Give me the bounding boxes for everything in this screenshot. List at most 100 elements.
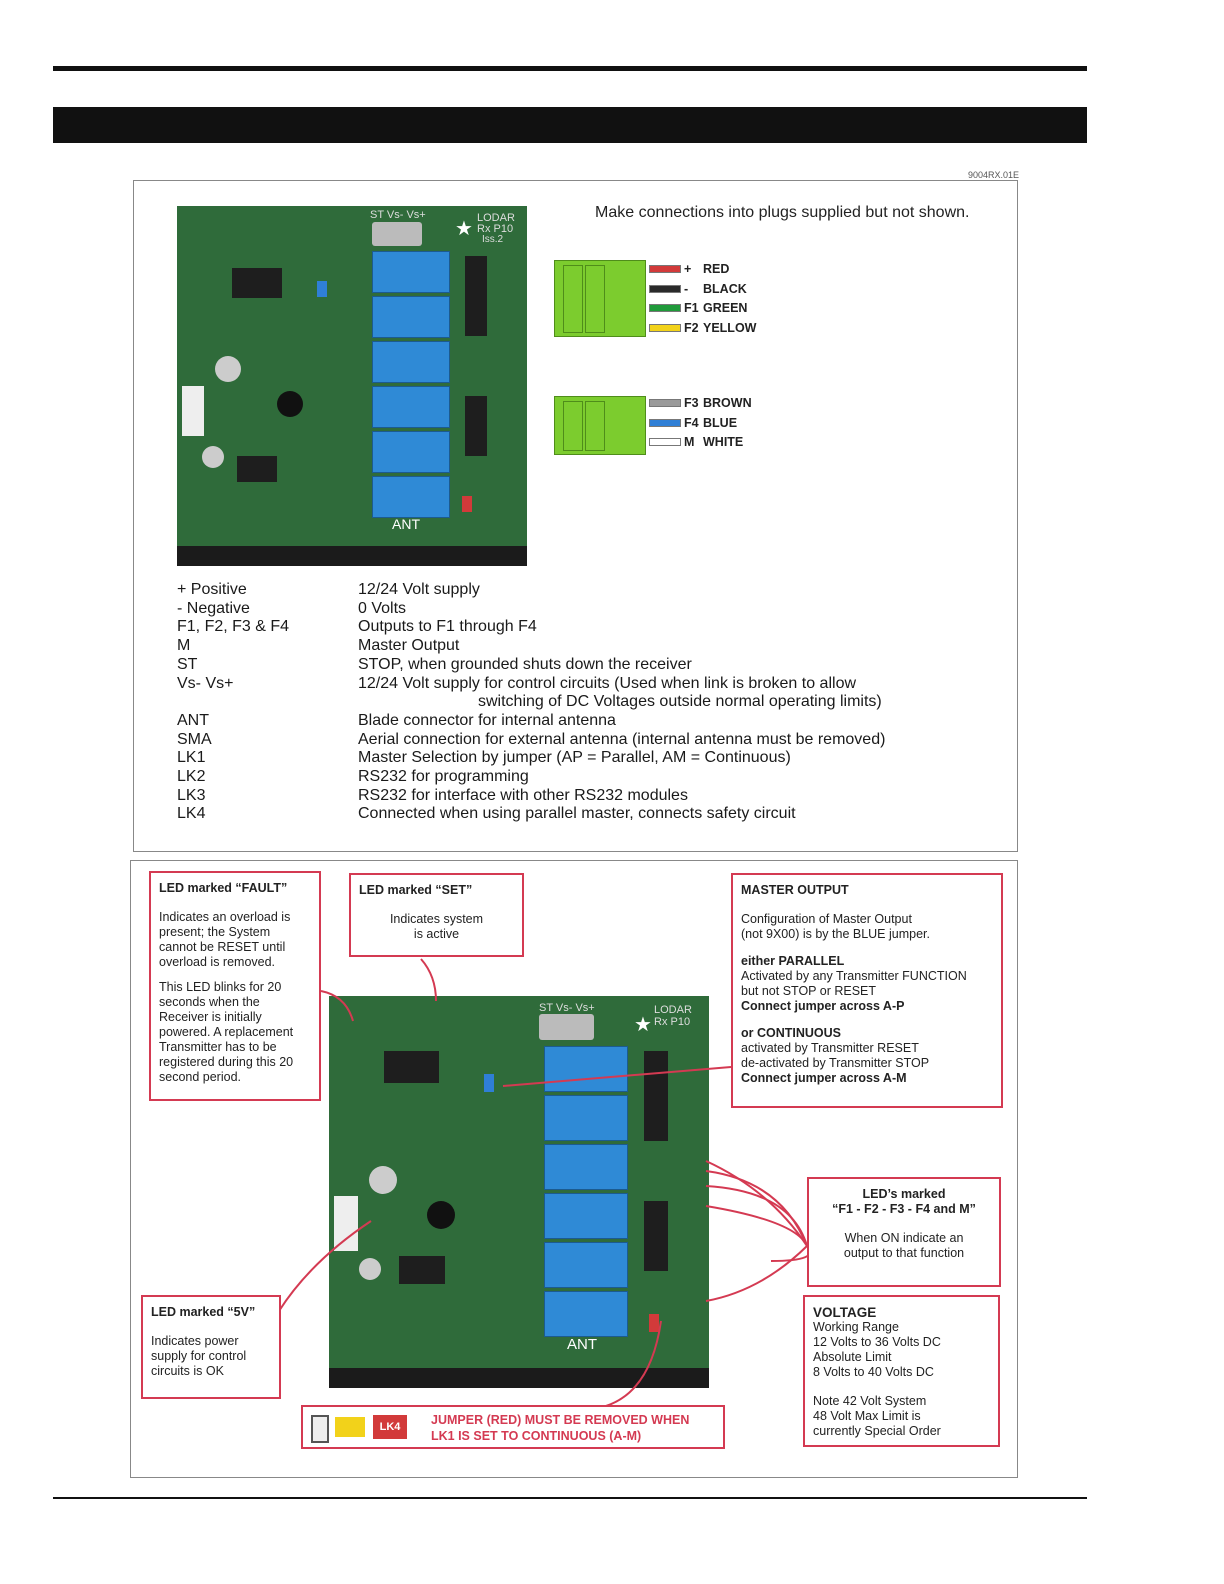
wire-color-swatch (649, 284, 681, 293)
fivev-led-text: Indicates power supply for control circu… (151, 1334, 247, 1378)
wire-label: BLACK (703, 281, 747, 296)
wire-sign: F3 (684, 396, 699, 410)
wire-sign: - (684, 281, 689, 296)
wire-color-swatch (649, 418, 681, 427)
fault-led-text-2: This LED blinks for 20 seconds when the … (159, 980, 294, 1084)
wire-color-swatch (649, 438, 681, 446)
capacitor (427, 1201, 455, 1229)
board-model: Rx P10 (654, 1016, 691, 1028)
wire-row: -BLACK (649, 282, 747, 296)
ic-chip (399, 1256, 445, 1284)
wire-color-swatch (649, 323, 681, 332)
set-led-callout: LED marked “SET” Indicates system is act… (349, 873, 524, 957)
voltage-text: 8 Volts to 40 Volts DC (813, 1365, 934, 1379)
board-top-label: ST Vs- Vs+ (539, 1002, 595, 1014)
connection-note: Make connections into plugs supplied but… (595, 204, 970, 221)
legend-term: LK2 (177, 768, 206, 785)
legend-description: Blade connector for internal antenna (358, 711, 616, 729)
legend-description: Connected when using parallel master, co… (358, 805, 796, 823)
legend-description-cont: switching of DC Voltages outside normal … (478, 693, 882, 711)
fault-led-text-1: Indicates an overload is present; the Sy… (159, 910, 291, 969)
capacitor (369, 1166, 397, 1194)
wire-label: WHITE (703, 435, 744, 449)
indicators-panel: ST Vs- Vs+ LODAR Rx P10 ★ ANT (130, 860, 1018, 1478)
ribbon-connector (182, 386, 204, 436)
wire-label: BROWN (703, 396, 752, 410)
doc-code: 9004RX.01E (967, 170, 1019, 180)
board-bottom-strip (177, 546, 527, 566)
master-text: or CONTINUOUS (741, 1026, 841, 1040)
set-led-heading: LED marked “SET” (359, 883, 473, 897)
bottom-rule (53, 1497, 1087, 1499)
plug-connector-1 (554, 260, 646, 337)
receiver-board-photo-annotated: ST Vs- Vs+ LODAR Rx P10 ★ ANT (329, 996, 709, 1388)
blue-jumper (484, 1074, 494, 1092)
fivev-led-callout: LED marked “5V” Indicates power supply f… (141, 1295, 281, 1399)
master-text: Activated by any Transmitter FUNCTION (741, 969, 967, 983)
leds-arrow (705, 1205, 808, 1247)
legend-description: RS232 for programming (358, 768, 529, 785)
section-title-bar (53, 107, 1087, 143)
board-ant-label: ANT (567, 1336, 597, 1353)
master-text: activated by Transmitter RESET (741, 1041, 919, 1055)
legend-description: Master Output (358, 637, 460, 655)
capacitor (202, 446, 224, 468)
legend-term: Vs- Vs+ (177, 674, 234, 692)
legend-term: - Negative (177, 599, 250, 617)
legend-description: STOP, when grounded shuts down the recei… (358, 655, 692, 673)
board-model: Rx P10 (477, 223, 514, 235)
jumper-warning-line-1: JUMPER (RED) MUST BE REMOVED WHEN (431, 1413, 690, 1427)
board-ant-label: ANT (392, 516, 420, 532)
wire-sign: M (684, 435, 695, 449)
wire-row: M WHITE (649, 435, 743, 449)
relay (372, 251, 450, 293)
wire-label: GREEN (703, 301, 748, 315)
wire-sign: + (684, 262, 692, 276)
relay (544, 1193, 628, 1239)
receiver-board-photo: ST Vs- Vs+ LODAR Rx P10 Iss.2 ★ ANT (177, 206, 527, 566)
voltage-heading: VOLTAGE (813, 1305, 877, 1320)
legend-description: RS232 for interface with other RS232 mod… (358, 786, 688, 804)
fivev-arrow (278, 1220, 372, 1312)
master-text: Configuration of Master Output (741, 912, 912, 926)
relay (544, 1095, 628, 1141)
ic-chip (232, 268, 282, 298)
master-text: Connect jumper across A-M (741, 1071, 907, 1085)
top-rule (53, 66, 1087, 71)
red-jumper (462, 496, 472, 512)
screw-terminal (539, 1014, 594, 1040)
function-leds-heading-2: “F1 - F2 - F3 - F4 and M” (832, 1202, 976, 1216)
leds-arrow (705, 1185, 808, 1247)
legend-description: 12/24 Volt supply for control circuits (… (358, 674, 857, 692)
relay (372, 386, 450, 428)
lk4-tag: LK4 (373, 1415, 407, 1439)
wire-row: +RED (649, 262, 729, 276)
legend-term: LK3 (177, 786, 206, 804)
function-leds-heading-1: LED’s marked (862, 1187, 946, 1201)
relay (372, 431, 450, 473)
master-text: either PARALLEL (741, 954, 845, 968)
wire-label: BLUE (703, 415, 738, 430)
legend-description: Outputs to F1 through F4 (358, 618, 537, 636)
output-connector (644, 1201, 668, 1271)
jumper-warning-line-2: LK1 IS SET TO CONTINUOUS (A-M) (431, 1429, 642, 1443)
legend-description: 0 Volts (358, 599, 407, 617)
voltage-text: Absolute Limit (813, 1350, 892, 1364)
board-brand: LODAR (654, 1004, 692, 1016)
ic-chip (384, 1051, 439, 1083)
function-leds-text-2: output to that function (843, 1246, 965, 1260)
wire-color-swatch (649, 399, 681, 407)
leds-arrow (705, 1160, 811, 1262)
capacitor (215, 356, 241, 382)
plug-socket (563, 401, 583, 451)
board-iss: Iss.2 (482, 234, 504, 245)
set-arrow (420, 958, 437, 1002)
star-icon: ★ (634, 1014, 652, 1036)
star-icon: ★ (455, 218, 473, 240)
legend-term: ST (177, 655, 198, 673)
master-text: but not STOP or RESET (741, 984, 877, 998)
legend-term: SMA (177, 730, 212, 748)
legend-term: M (177, 637, 191, 655)
